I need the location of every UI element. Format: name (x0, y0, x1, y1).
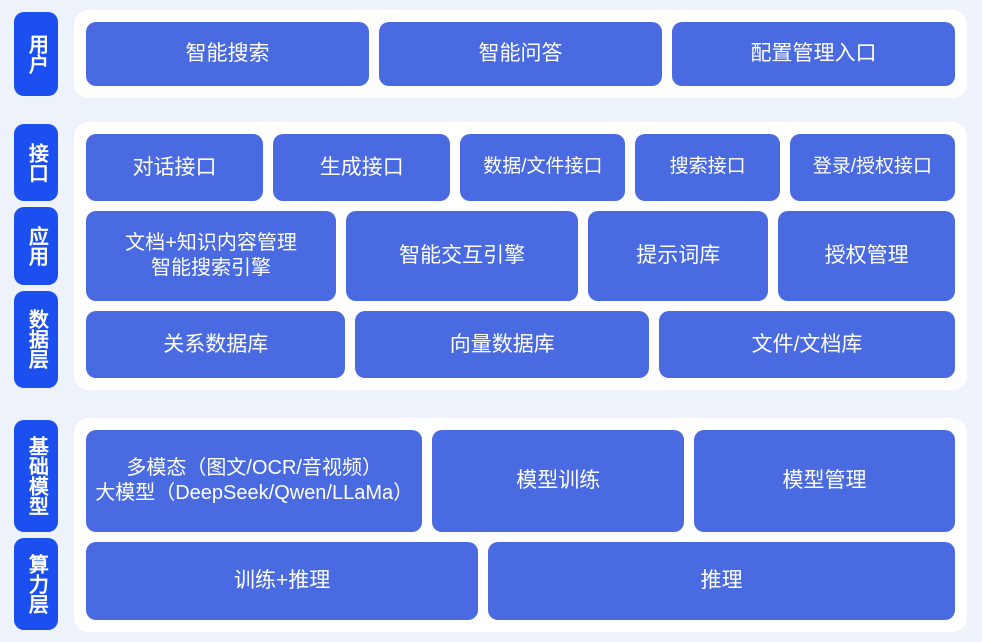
box-vector-database[interactable]: 向量数据库 (355, 311, 650, 378)
box-file-document-store[interactable]: 文件/文档库 (659, 311, 955, 378)
row-foundation-model: 多模态（图文/OCR/音视频） 大模型（DeepSeek/Qwen/LLaMa）… (86, 430, 956, 532)
box-model-training[interactable]: 模型训练 (432, 430, 684, 532)
box-smart-search[interactable]: 智能搜索 (86, 22, 369, 86)
box-login-auth-interface[interactable]: 登录/授权接口 (789, 134, 955, 201)
layer-tab-interface[interactable]: 接口 (14, 124, 58, 202)
box-smart-interaction-engine[interactable]: 智能交互引擎 (345, 210, 579, 302)
panel-middle: 对话接口 生成接口 数据/文件接口 搜索接口 登录/授权接口 文档+知识内容管理… (74, 122, 967, 390)
box-training-plus-inference[interactable]: 训练+推理 (86, 541, 479, 621)
box-relational-database[interactable]: 关系数据库 (86, 311, 346, 378)
box-prompt-library[interactable]: 提示词库 (588, 210, 769, 302)
row-user-entries: 智能搜索 智能问答 配置管理入口 (86, 22, 955, 86)
row-data: 关系数据库 向量数据库 文件/文档库 (86, 311, 955, 378)
box-generation-interface[interactable]: 生成接口 (273, 134, 451, 201)
row-interface: 对话接口 生成接口 数据/文件接口 搜索接口 登录/授权接口 (86, 134, 955, 201)
section-middle: 接口 应用 数据层 对话接口 生成接口 数据/文件接口 搜索接口 登录/授权接口… (0, 116, 982, 396)
section-base: 基础模型 算力层 多模态（图文/OCR/音视频） 大模型（DeepSeek/Qw… (0, 412, 982, 638)
section-user: 用户 智能搜索 智能问答 配置管理入口 (0, 4, 982, 104)
box-smart-qa[interactable]: 智能问答 (379, 22, 662, 86)
tab-column-user: 用户 (0, 4, 64, 104)
box-search-interface[interactable]: 搜索接口 (635, 134, 780, 201)
row-compute: 训练+推理 推理 (86, 541, 955, 621)
tab-column-middle: 接口 应用 数据层 (0, 116, 64, 396)
layer-tab-user[interactable]: 用户 (14, 12, 58, 96)
box-doc-knowledge-management[interactable]: 文档+知识内容管理 智能搜索引擎 (86, 210, 336, 302)
layer-tab-data[interactable]: 数据层 (14, 290, 58, 388)
panel-base: 多模态（图文/OCR/音视频） 大模型（DeepSeek/Qwen/LLaMa）… (74, 418, 967, 632)
box-config-management-entry[interactable]: 配置管理入口 (672, 22, 955, 86)
panel-user: 智能搜索 智能问答 配置管理入口 (74, 10, 967, 98)
box-multimodal-large-model[interactable]: 多模态（图文/OCR/音视频） 大模型（DeepSeek/Qwen/LLaMa） (86, 430, 423, 532)
box-model-management[interactable]: 模型管理 (694, 430, 956, 532)
layer-tab-application[interactable]: 应用 (14, 207, 58, 285)
box-inference[interactable]: 推理 (488, 541, 955, 621)
box-authorization-management[interactable]: 授权管理 (778, 210, 956, 302)
tab-column-base: 基础模型 算力层 (0, 412, 64, 638)
layer-tab-compute[interactable]: 算力层 (14, 538, 58, 630)
box-data-file-interface[interactable]: 数据/文件接口 (460, 134, 626, 201)
layer-tab-foundation-model[interactable]: 基础模型 (14, 420, 58, 532)
row-application: 文档+知识内容管理 智能搜索引擎 智能交互引擎 提示词库 授权管理 (86, 210, 956, 302)
box-dialog-interface[interactable]: 对话接口 (86, 134, 264, 201)
